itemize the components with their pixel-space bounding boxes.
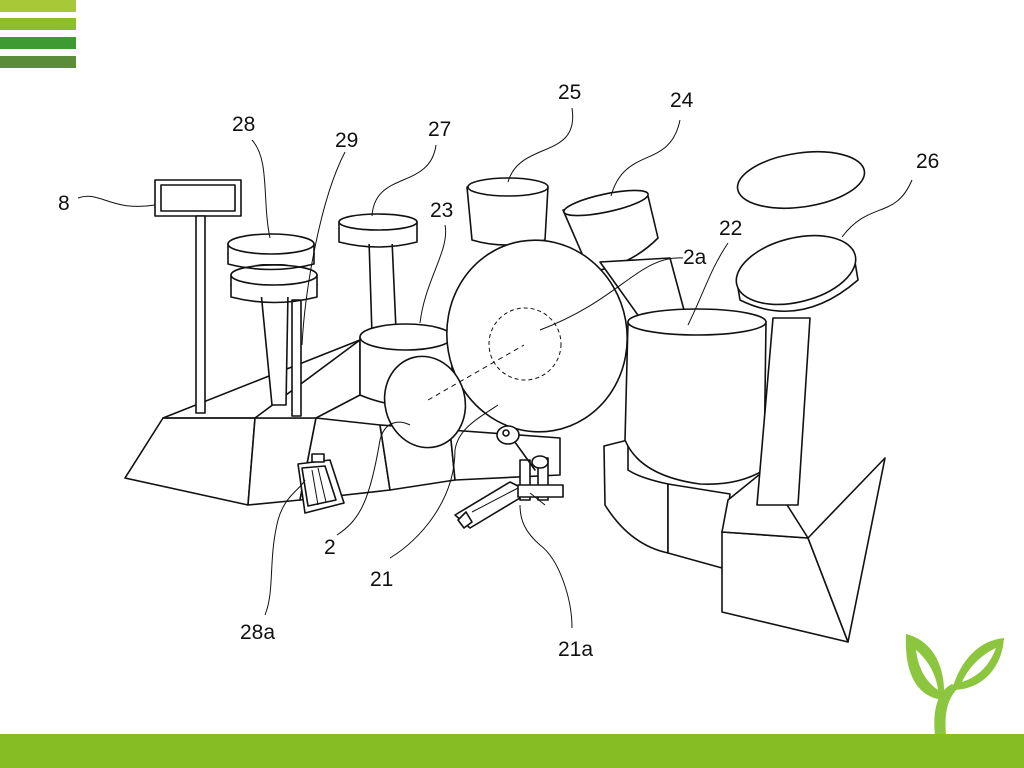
kick-pedal-21a — [454, 425, 564, 529]
label-21: 21 — [370, 568, 393, 591]
bass-drum-22 — [624, 308, 767, 486]
stripe-1 — [0, 0, 76, 12]
stripe-2 — [0, 18, 76, 30]
label-28a: 28a — [240, 621, 275, 644]
label-2: 2 — [324, 536, 336, 559]
sprout-icon — [905, 634, 1004, 735]
label-28: 28 — [232, 113, 255, 136]
tom-24 — [562, 189, 685, 319]
label-23: 23 — [430, 199, 453, 222]
label-8: 8 — [58, 192, 70, 215]
pad-28 — [227, 233, 318, 417]
leader-lines — [77, 107, 913, 629]
main-pad-2a — [446, 239, 628, 433]
stripe-3 — [0, 37, 76, 49]
cymbal-26 — [735, 234, 859, 506]
label-2a: 2a — [683, 246, 707, 269]
pad-2 — [383, 344, 525, 449]
label-27: 27 — [428, 118, 451, 141]
label-22: 22 — [719, 217, 742, 240]
label-21a: 21a — [558, 638, 593, 661]
footer-bar — [0, 734, 1024, 768]
display-unit — [154, 179, 242, 414]
pad-27 — [338, 213, 418, 336]
hihat-pedal-28a — [297, 453, 345, 514]
pad-25 — [466, 177, 549, 246]
label-24: 24 — [670, 89, 694, 112]
stripe-4 — [0, 56, 76, 68]
label-25: 25 — [558, 81, 581, 104]
cymbal — [736, 151, 866, 209]
label-26: 26 — [916, 150, 939, 173]
reference-labels: 8 28 29 27 25 24 26 23 22 2a 2 21 28a 21… — [58, 81, 939, 661]
label-29: 29 — [335, 129, 358, 152]
